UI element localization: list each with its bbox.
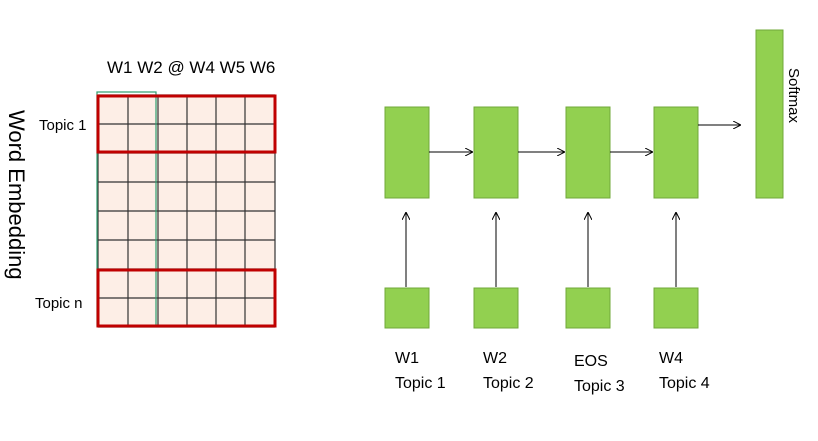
- step-topic: Topic 1: [395, 375, 446, 392]
- step-word: W4: [659, 350, 683, 367]
- embedding-grid: [96, 91, 277, 328]
- softmax-box: [755, 29, 784, 199]
- step-word: EOS: [574, 353, 608, 370]
- step-topic: Topic 3: [574, 378, 625, 395]
- step-label-4: W4 Topic 4: [659, 346, 710, 396]
- input-box-4: [653, 287, 699, 329]
- hidden-box-3: [565, 106, 611, 199]
- input-box-2: [473, 287, 519, 329]
- hidden-box-1: [384, 106, 430, 199]
- hidden-box-4: [653, 106, 699, 199]
- step-label-1: W1 Topic 1: [395, 346, 446, 396]
- step-word: W1: [395, 350, 419, 367]
- input-box-3: [565, 287, 611, 329]
- step-label-2: W2 Topic 2: [483, 346, 534, 396]
- row-label-bottom: Topic n: [35, 295, 83, 312]
- row-label-top: Topic 1: [39, 117, 87, 134]
- input-box-1: [384, 287, 430, 329]
- topic-1-highlight: [96, 94, 277, 154]
- hidden-box-2: [473, 106, 519, 199]
- word-embedding-title: Word Embedding: [4, 110, 29, 280]
- column-header: W1 W2 @ W4 W5 W6: [107, 58, 276, 77]
- softmax-label: Softmax: [785, 68, 802, 124]
- topic-n-highlight: [96, 268, 277, 328]
- step-word: W2: [483, 350, 507, 367]
- step-label-3: EOS Topic 3: [574, 349, 625, 399]
- step-topic: Topic 2: [483, 375, 534, 392]
- step-topic: Topic 4: [659, 375, 710, 392]
